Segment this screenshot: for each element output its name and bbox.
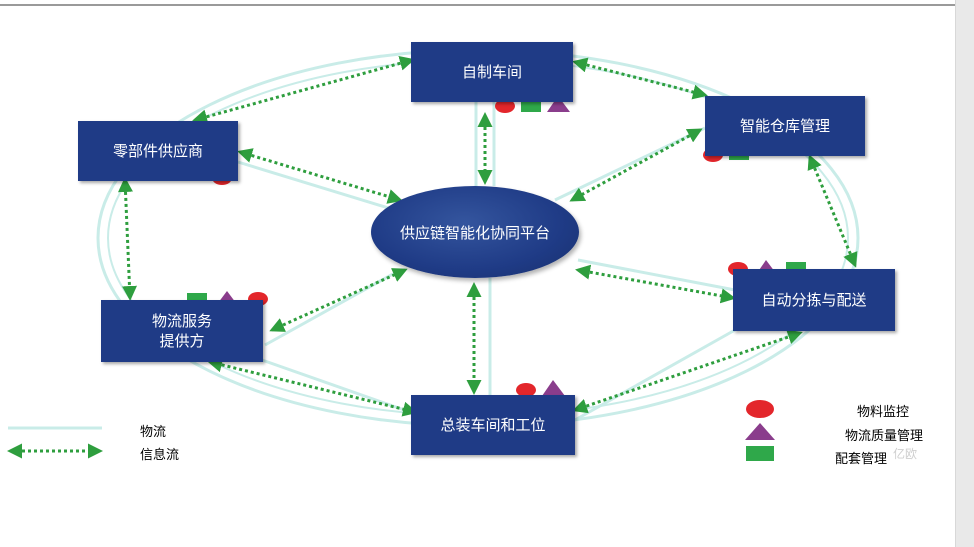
node-logistics-provider: 物流服务 提供方 <box>101 300 263 362</box>
watermark: 亿欧 <box>893 447 918 461</box>
node-parts-supplier: 零部件供应商 <box>78 121 238 181</box>
node-auto-sorting: 自动分拣与配送 <box>733 269 895 331</box>
scrollbar[interactable] <box>955 0 974 547</box>
legend-material-monitor-icon <box>746 400 774 418</box>
legend-info-label: 信息流 <box>140 448 180 463</box>
top-divider <box>0 4 955 6</box>
quality-mgmt-icon <box>547 96 570 112</box>
node-assembly-workshop: 总装车间和工位 <box>411 395 575 455</box>
node-self-made-workshop: 自制车间 <box>411 42 573 102</box>
material-monitor-icon <box>495 99 515 113</box>
kitting-mgmt-icon <box>521 99 541 112</box>
info-flow-arrows <box>118 55 858 417</box>
material-monitor-icon <box>516 383 536 397</box>
quality-mgmt-icon <box>542 380 565 396</box>
collaborative-platform: 供应链智能化协同平台 <box>371 186 579 278</box>
legend-graphics <box>6 400 775 461</box>
legend-quality-mgmt-label: 物流质量管理 <box>845 429 924 444</box>
legend-material-monitor-label: 物料监控 <box>857 405 910 420</box>
legend-kitting-mgmt-icon <box>746 446 774 461</box>
legend-quality-mgmt-icon <box>745 423 775 440</box>
legend-kitting-mgmt-label: 配套管理 <box>835 452 888 467</box>
legend-physical-label: 物流 <box>140 425 167 440</box>
node-smart-warehouse: 智能仓库管理 <box>705 96 865 156</box>
